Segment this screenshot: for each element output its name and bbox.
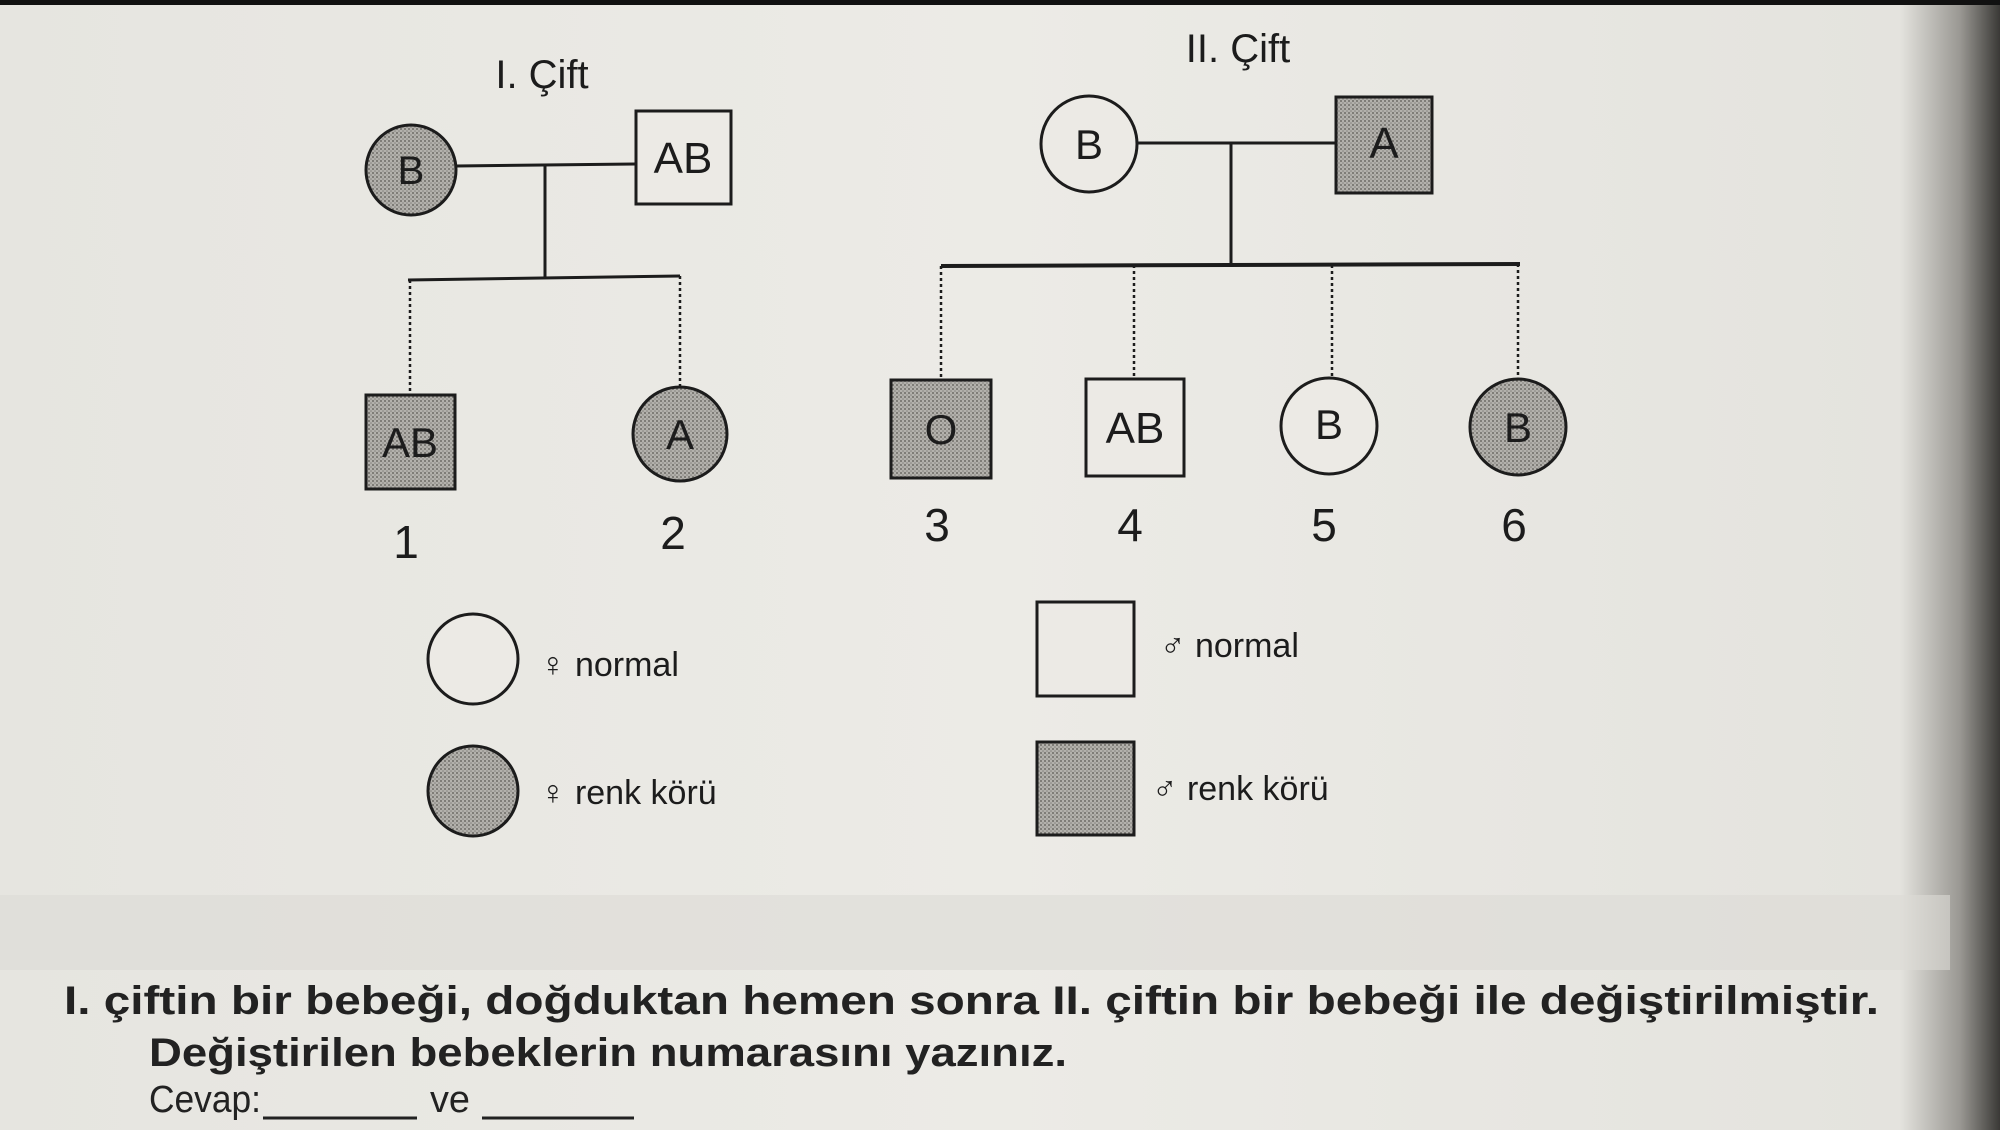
couple1-title: I. Çift: [495, 53, 588, 97]
top-border: [0, 0, 2000, 5]
child-5-type: B: [1315, 401, 1343, 448]
answer-label: Cevap:: [149, 1079, 261, 1121]
child-1-number: 1: [393, 516, 419, 568]
answer-joiner: ve: [430, 1079, 470, 1121]
sibship-line-1: [407, 274, 681, 282]
legend-male-colorblind-symbol: [1035, 740, 1136, 837]
legend-male-colorblind-label: ♂ renk körü: [1152, 770, 1329, 808]
child-4-symbol: [1084, 377, 1186, 478]
couple2-father-symbol: [1334, 95, 1434, 195]
child-1-type: AB: [382, 419, 438, 466]
couple1-mother-type: B: [398, 149, 425, 193]
question-line-2: Değiştirilen bebeklerin numarasını yazın…: [149, 1031, 1067, 1075]
legend-female-normal-symbol: [426, 612, 520, 706]
child-6-number: 6: [1501, 499, 1527, 551]
pedigree-lines: [407, 141, 1521, 395]
child-2-type: A: [666, 411, 694, 458]
question-line-1: I. çiftin bir bebeği, doğduktan hemen so…: [64, 979, 1879, 1023]
blurred-band: [0, 895, 1950, 970]
couple1-father-type: AB: [654, 134, 713, 183]
couple1-father-symbol: [634, 109, 733, 206]
child-6-type: B: [1504, 404, 1532, 451]
legend-male-normal-symbol: [1035, 600, 1136, 698]
child-4-type: AB: [1106, 404, 1165, 453]
couple2-mother-type: B: [1075, 121, 1103, 168]
couple2-mother-symbol: [1039, 94, 1139, 194]
legend-female-colorblind-label: ♀ renk körü: [540, 774, 717, 812]
sibship-line-2: [940, 262, 1521, 268]
couple1-mother-symbol: [364, 123, 458, 217]
child-4-number: 4: [1117, 499, 1143, 551]
couple2-title: II. Çift: [1186, 27, 1290, 71]
child-6-symbol: [1468, 377, 1568, 477]
couple2-father-type: A: [1369, 119, 1399, 168]
legend: ♀ normal ♀ renk körü ♂ normal ♂ renk kör…: [426, 600, 1329, 838]
child-2-number: 2: [660, 507, 686, 559]
child-5-symbol: [1279, 376, 1379, 476]
child-3-symbol: [889, 378, 993, 480]
child-3-type: O: [925, 406, 958, 453]
child-3-number: 3: [924, 499, 950, 551]
child-1-symbol: [364, 393, 457, 491]
child-5-number: 5: [1311, 499, 1337, 551]
child-2-symbol: [631, 385, 729, 483]
legend-male-normal-label: ♂ normal: [1160, 627, 1299, 665]
legend-female-normal-label: ♀ normal: [540, 646, 679, 684]
legend-female-colorblind-symbol: [426, 744, 520, 838]
